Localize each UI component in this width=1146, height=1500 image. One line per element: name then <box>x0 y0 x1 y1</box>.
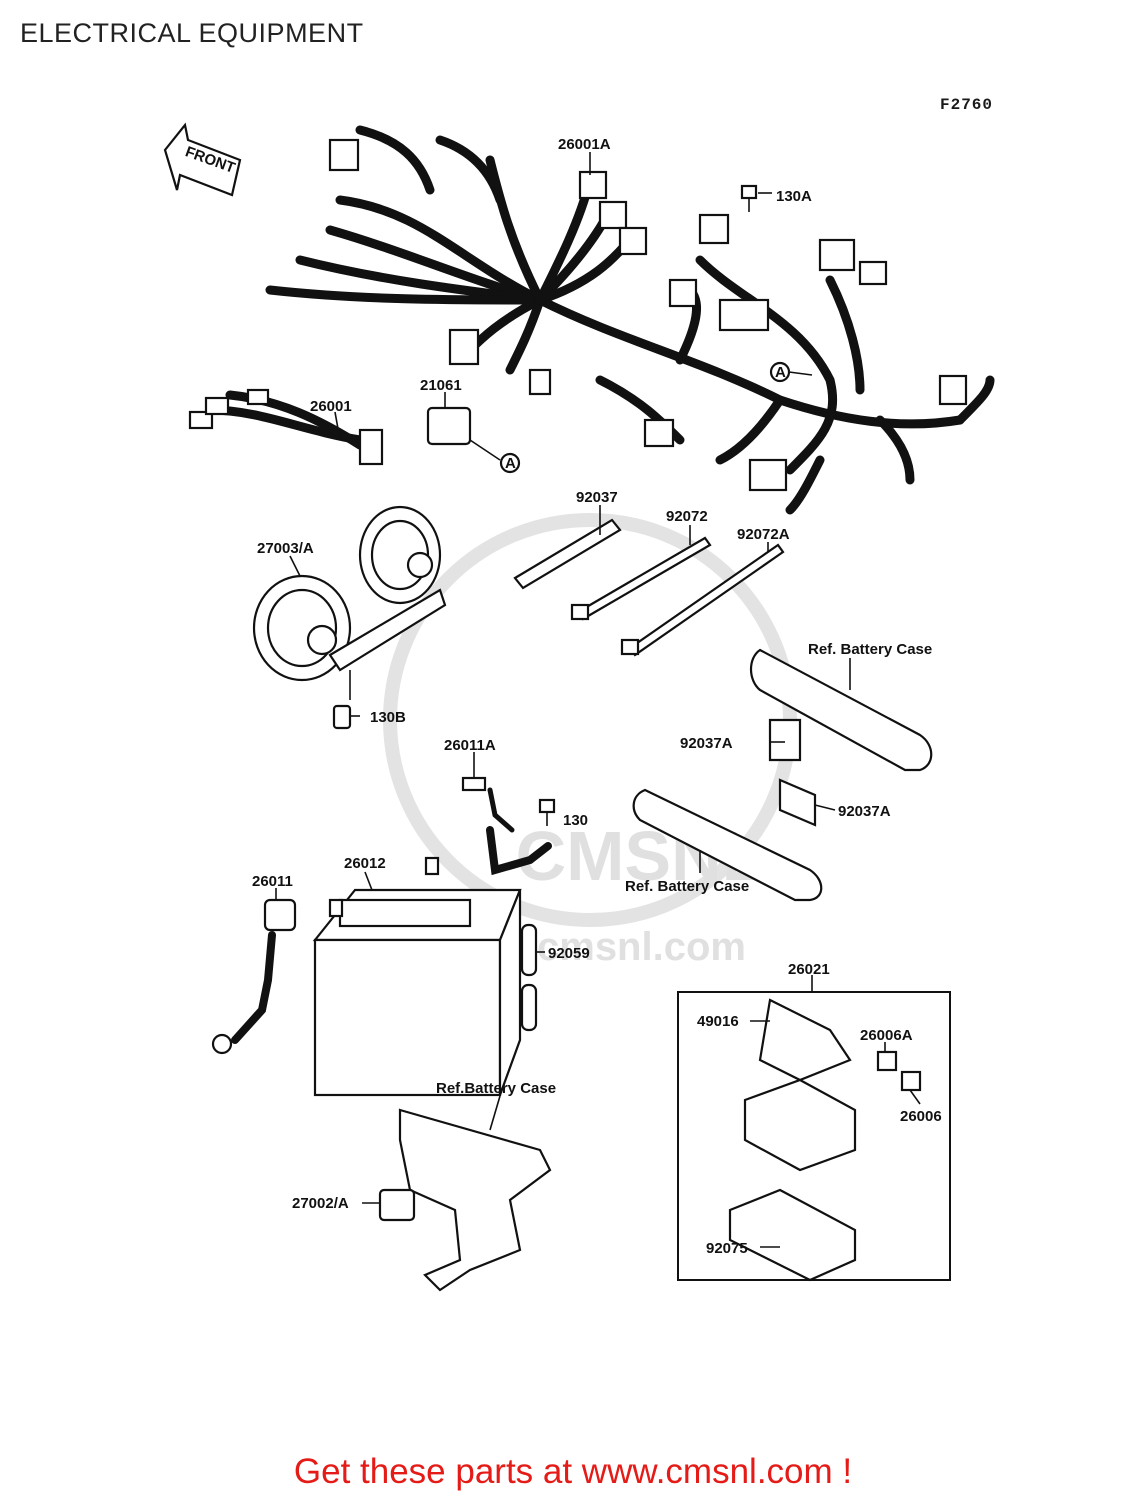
callout-ref-battery-case-2: Ref. Battery Case <box>625 878 749 895</box>
pads-92037A <box>778 778 817 827</box>
sub-harness-26001 <box>188 388 384 466</box>
leader-lines <box>275 152 921 1248</box>
fuse-box-inset-26021 <box>677 991 951 1282</box>
wiring-harness <box>265 125 995 515</box>
parts-diagram: CMSNL www.cmsnl.com FRONT <box>163 122 995 1292</box>
connector-a <box>328 138 360 172</box>
callout-26011: 26011 <box>252 873 293 890</box>
callout-92037A-2: 92037A <box>838 803 891 820</box>
callout-130B: 130B <box>370 709 406 726</box>
callout-92037A-1: 92037A <box>680 735 733 752</box>
callout-26006A: 26006A <box>860 1027 913 1044</box>
footer-promo-link[interactable]: Get these parts at www.cmsnl.com ! <box>293 1452 853 1491</box>
marker-a-harness <box>769 361 813 383</box>
battery-cable-26011A <box>461 776 552 876</box>
callout-92072A: 92072A <box>737 526 790 543</box>
battery-bracket-lower <box>378 1108 552 1292</box>
callout-26012: 26012 <box>344 855 386 872</box>
callout-49016: 49016 <box>697 1013 739 1030</box>
horns-27003A <box>252 505 447 730</box>
callouts: 26001A 130A 21061 26001 A A 92037 92072 … <box>252 136 942 1257</box>
callout-92059: 92059 <box>548 945 590 962</box>
callout-ref-battery-case-3: Ref.Battery Case <box>436 1080 556 1097</box>
battery-case-ref-lower <box>632 788 823 902</box>
callout-92075: 92075 <box>706 1240 748 1257</box>
callout-marker-a1: A <box>775 364 786 381</box>
callout-ref-battery-case-1: Ref. Battery Case <box>808 641 932 658</box>
callout-92072: 92072 <box>666 508 708 525</box>
callout-130A: 130A <box>776 188 812 205</box>
callout-26001: 26001 <box>310 398 352 415</box>
vent-tube-92059 <box>520 923 538 1032</box>
cable-ties <box>513 518 785 657</box>
callout-130: 130 <box>563 812 588 829</box>
relay-21061 <box>426 406 521 474</box>
callout-marker-a2: A <box>505 455 516 472</box>
bolt-130 <box>538 798 556 826</box>
callout-92037: 92037 <box>576 489 618 506</box>
front-arrow: FRONT <box>163 122 242 197</box>
callout-26001A: 26001A <box>558 136 611 153</box>
callout-26011A: 26011A <box>444 737 496 754</box>
callout-26021: 26021 <box>788 961 830 978</box>
battery-case-ref-upper <box>749 648 933 772</box>
callout-21061: 21061 <box>420 377 462 394</box>
callout-27003A: 27003/A <box>257 540 314 557</box>
callout-27002A: 27002/A <box>292 1195 349 1212</box>
page-title: ELECTRICAL EQUIPMENT <box>20 18 364 48</box>
battery-cable-26011 <box>211 898 297 1055</box>
battery-26012 <box>312 856 522 1097</box>
diagram-code: F2760 <box>940 96 994 114</box>
bolt-130A <box>740 184 772 212</box>
callout-26006: 26006 <box>900 1108 942 1125</box>
